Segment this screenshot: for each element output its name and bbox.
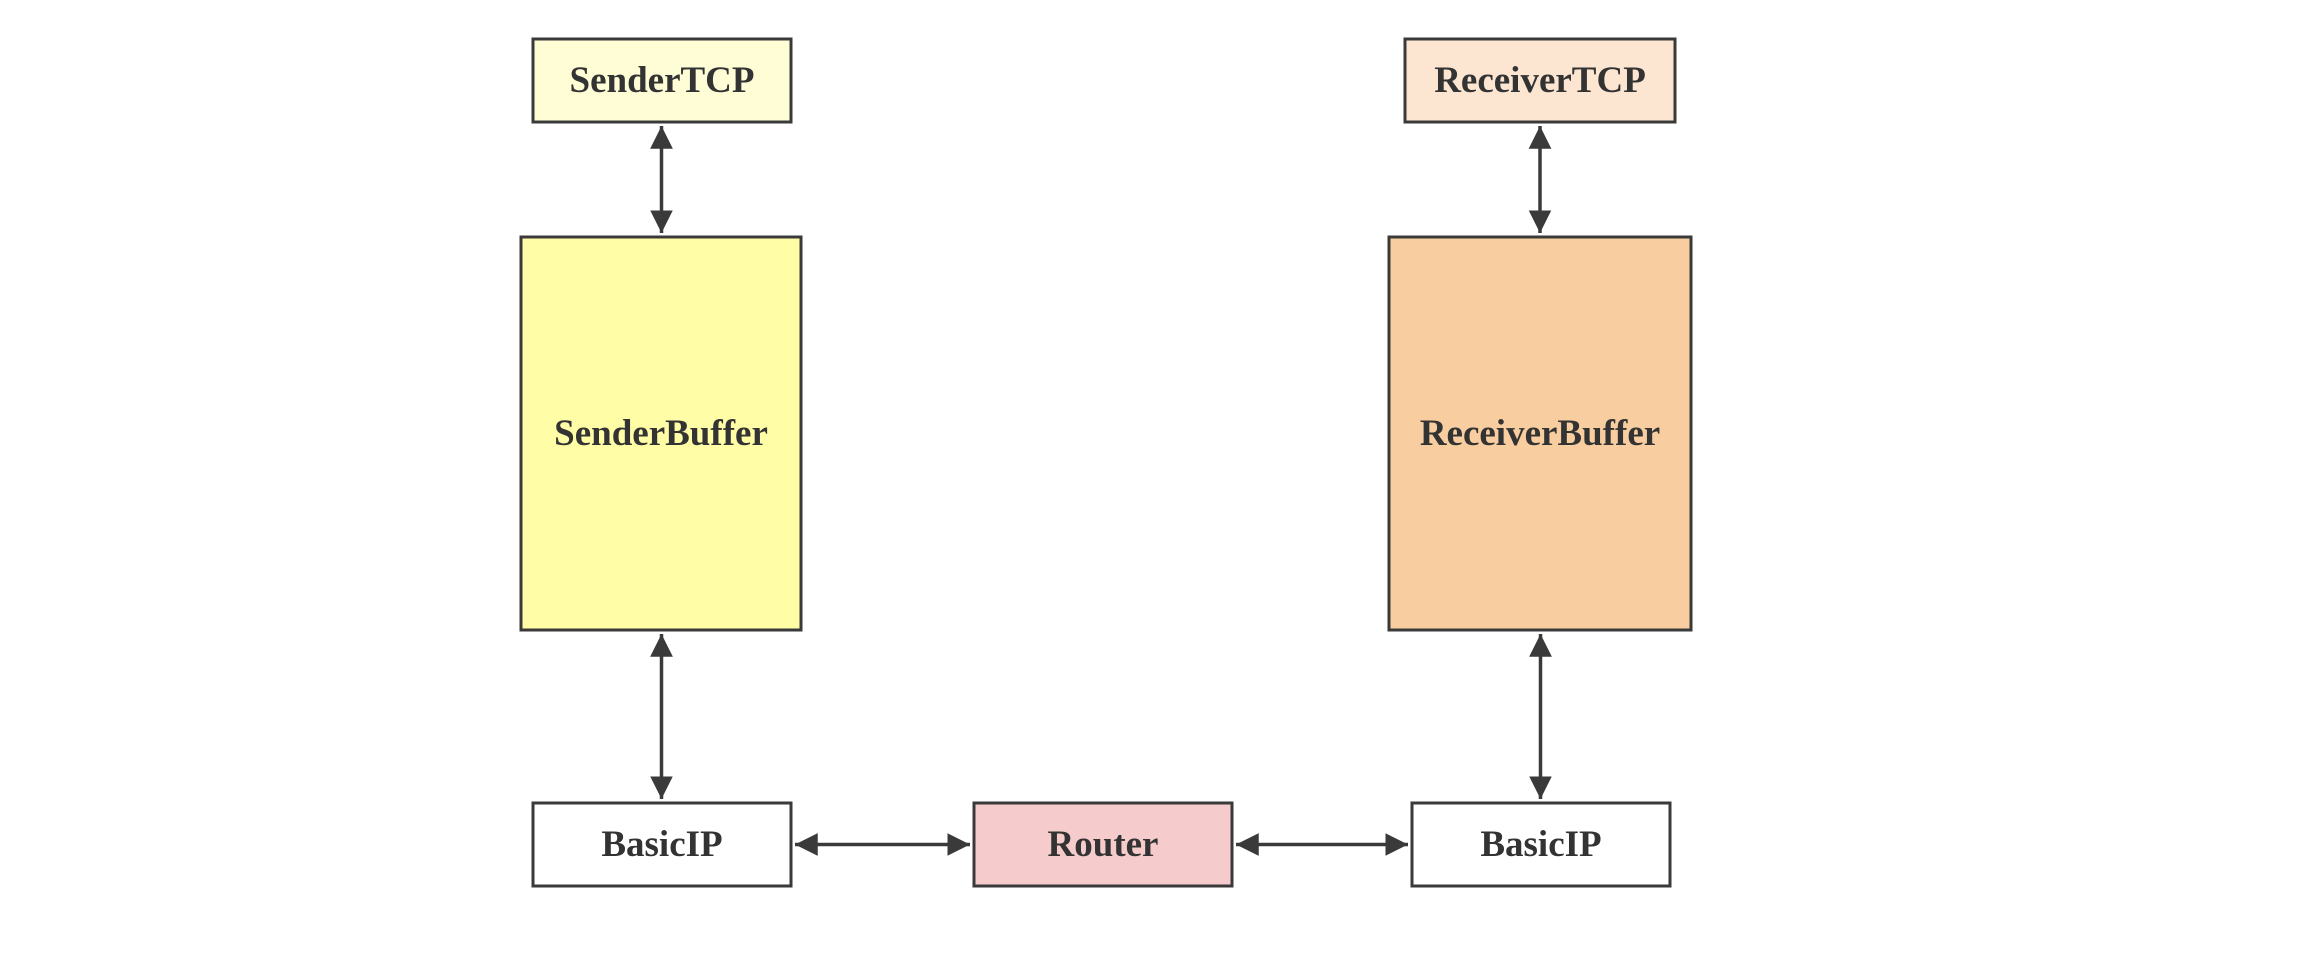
node-box — [531, 801, 793, 888]
node-label: BasicIP — [601, 824, 722, 865]
node-label: ReceiverBuffer — [1420, 413, 1660, 454]
node-label: SenderTCP — [570, 60, 755, 101]
node-box — [1387, 235, 1693, 632]
node-box — [1403, 37, 1677, 124]
node-label: BasicIP — [1480, 824, 1601, 865]
node-box — [519, 235, 803, 632]
node-receiver-ip: BasicIP — [1410, 801, 1672, 888]
node-sender-tcp: SenderTCP — [531, 37, 793, 124]
node-receiver-tcp: ReceiverTCP — [1403, 37, 1677, 124]
node-sender-buffer: SenderBuffer — [519, 235, 803, 632]
node-router: Router — [972, 801, 1234, 888]
node-receiver-buffer: ReceiverBuffer — [1387, 235, 1693, 632]
edges-layer — [650, 126, 1552, 856]
node-label: ReceiverTCP — [1434, 60, 1646, 101]
node-label: SenderBuffer — [554, 413, 768, 454]
node-box — [1410, 801, 1672, 888]
node-box — [972, 801, 1234, 888]
node-label: Router — [1048, 824, 1159, 865]
node-box — [531, 37, 793, 124]
node-sender-ip: BasicIP — [531, 801, 793, 888]
